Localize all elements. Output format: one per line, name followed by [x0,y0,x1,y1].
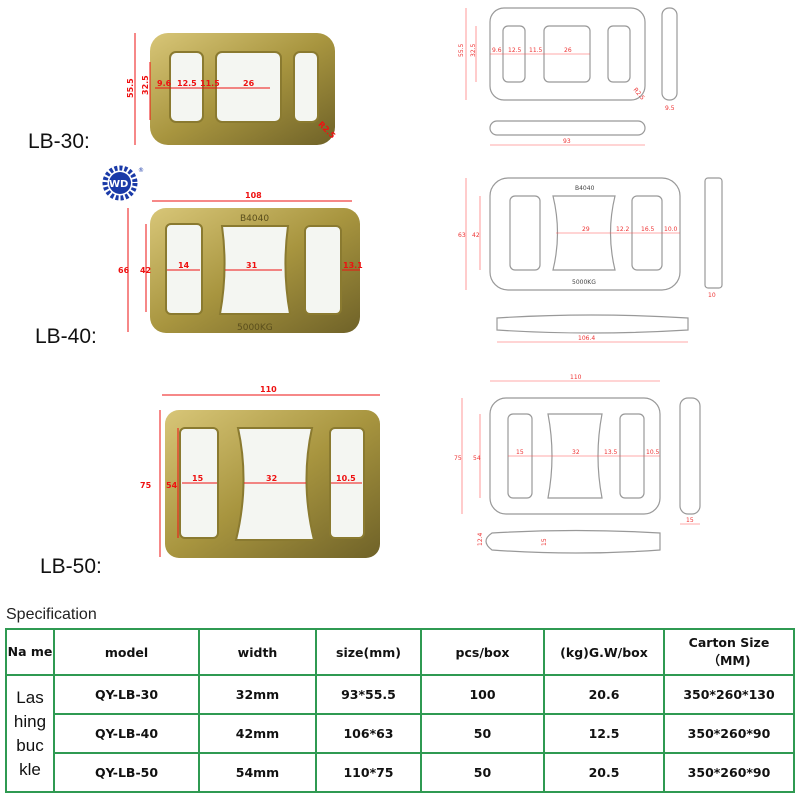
table-row: QY-LB-40 42mm 106*63 50 12.5 350*260*90 [6,713,795,754]
header-pcs: pcs/box [420,628,545,676]
cell: 42mm [198,713,317,754]
table-row: Las hing buc kle QY-LB-30 32mm 93*55.5 1… [5,674,795,793]
table-row: QY-LB-50 54mm 110*75 50 20.5 350*260*90 [6,752,795,793]
svg-text:42: 42 [140,266,151,275]
header-carton: Carton Size （MM) [663,628,795,676]
svg-text:10.5: 10.5 [336,474,356,483]
svg-text:15: 15 [192,474,204,483]
svg-text:9.6: 9.6 [157,79,172,88]
svg-text:75: 75 [140,481,152,490]
cell: QY-LB-50 [53,752,200,793]
cell: 20.6 [543,674,665,715]
model-label-lb40: LB-40: [35,325,97,348]
svg-text:12.5: 12.5 [177,79,197,88]
cell: 106*63 [315,713,422,754]
cell: 54mm [198,752,317,793]
svg-text:110: 110 [570,374,582,381]
svg-text:15: 15 [516,449,524,456]
cell: 350*260*130 [663,674,795,715]
cell: QY-LB-40 [53,713,200,754]
svg-text:9.5: 9.5 [665,105,675,112]
svg-text:110: 110 [260,385,277,394]
svg-text:5000KG: 5000KG [572,279,596,286]
svg-text:12.2: 12.2 [616,226,630,233]
cell: QY-LB-30 [53,674,200,715]
lb50-photo: 110 75 54 15 32 10.5 [140,385,380,558]
model-label-lb30: LB-30: [28,130,90,153]
header-name: Na me [5,628,55,676]
cell: 50 [420,713,545,754]
model-label-lb50: LB-50: [40,555,102,578]
lb30-drawing: 55.5 32.5 9.6 12.5 11.5 26 R2.5 9.5 93 [458,7,678,146]
svg-text:WD: WD [109,179,128,190]
header-model: model [53,628,200,676]
svg-text:66: 66 [118,266,130,275]
svg-text:93: 93 [563,138,571,145]
svg-text:11.5: 11.5 [529,47,543,54]
cell: 350*260*90 [663,752,795,793]
svg-text:®: ® [138,167,144,174]
svg-text:16.5: 16.5 [641,226,655,233]
svg-text:26: 26 [243,79,255,88]
lb40-drawing: B4040 5000KG 63 42 29 12.2 16.5 10.0 10 … [458,177,723,343]
svg-text:63: 63 [458,232,466,239]
cell: 12.5 [543,713,665,754]
svg-text:26: 26 [564,47,572,54]
svg-text:106.4: 106.4 [578,335,595,342]
cell: 110*75 [315,752,422,793]
svg-text:12.4: 12.4 [477,532,484,546]
svg-text:11.5: 11.5 [200,79,220,88]
lb30-photo: 55.5 32.5 9.6 12.5 11.5 26 R2.5 [126,33,337,145]
svg-text:55.5: 55.5 [126,78,135,98]
svg-text:13.5: 13.5 [604,449,618,456]
product-artwork: 55.5 32.5 9.6 12.5 11.5 26 R2.5 WD ® B40… [102,7,723,558]
cell: 20.5 [543,752,665,793]
svg-text:32.5: 32.5 [470,43,477,57]
svg-text:42: 42 [472,232,480,239]
svg-text:75: 75 [454,455,462,462]
lb40-photo: B4040 5000KG 108 66 42 14 31 13.1 [118,191,363,333]
header-size: size(mm) [315,628,422,676]
header-width: width [198,628,317,676]
svg-text:32.5: 32.5 [141,75,150,95]
product-name-cell: Las hing buc kle [5,674,55,793]
svg-text:29: 29 [582,226,590,233]
svg-text:5000KG: 5000KG [237,323,273,333]
svg-text:13.1: 13.1 [343,261,363,270]
svg-text:108: 108 [245,191,262,200]
cell: 93*55.5 [315,674,422,715]
cell: 50 [420,752,545,793]
svg-text:B4040: B4040 [575,185,595,192]
cell: 32mm [198,674,317,715]
cell: 350*260*90 [663,713,795,754]
svg-text:15: 15 [686,517,694,524]
svg-text:10.5: 10.5 [646,449,660,456]
svg-text:55.5: 55.5 [458,43,465,57]
header-weight: (kg)G.W/box [543,628,665,676]
specification-title: Specification [6,606,97,623]
svg-text:54: 54 [166,481,178,490]
svg-text:9.6: 9.6 [492,47,502,54]
brand-logo: WD ® [102,165,144,201]
svg-text:B4040: B4040 [240,214,269,224]
cell: 100 [420,674,545,715]
svg-text:14: 14 [178,261,190,270]
svg-text:32: 32 [572,449,580,456]
svg-text:10.0: 10.0 [664,226,678,233]
svg-text:15: 15 [541,538,548,546]
table-header-row: Na me model width size(mm) pcs/box (kg)G… [5,628,795,676]
specification-table: Na me model width size(mm) pcs/box (kg)G… [5,628,795,793]
svg-text:31: 31 [246,261,258,270]
lb50-drawing: 110 75 54 15 32 13.5 10.5 15 12.4 15 [454,374,701,554]
svg-text:32: 32 [266,474,277,483]
svg-text:54: 54 [473,455,481,462]
svg-text:12.5: 12.5 [508,47,522,54]
svg-text:10: 10 [708,292,716,299]
